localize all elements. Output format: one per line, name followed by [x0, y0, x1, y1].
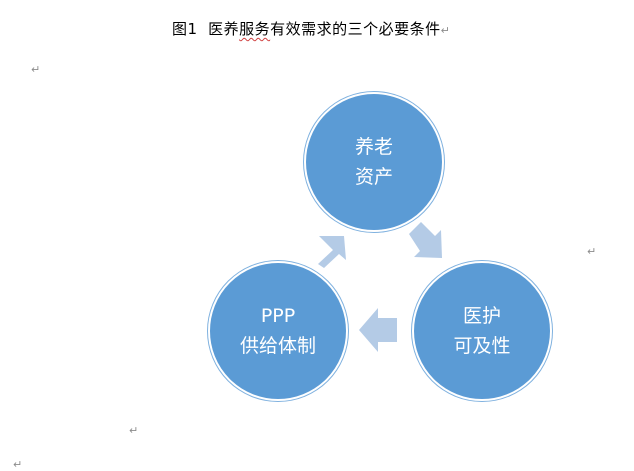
paragraph-mark: ↵ [440, 24, 451, 37]
cycle-node-medical-accessibility: 医护 可及性 [412, 261, 552, 401]
paragraph-mark: ↵ [31, 63, 41, 76]
cycle-node-elderly-assets: 养老 资产 [304, 92, 444, 232]
caption-text-start: 医养 [208, 20, 240, 38]
paragraph-mark: ↵ [587, 245, 597, 258]
node-label-line2: 供给体制 [239, 335, 316, 357]
node-label-line1: 养老 [354, 136, 393, 158]
arrow-left [359, 308, 397, 352]
arrow-right-down [409, 222, 442, 258]
paragraph-mark: ↵ [129, 424, 139, 437]
node-label-line2: 可及性 [453, 335, 511, 357]
figure-number: 图1 [172, 20, 198, 38]
arrow-up-right [318, 236, 346, 268]
cycle-node-ppp-supply: PPP 供给体制 [208, 261, 348, 401]
node-label-line1: 医护 [462, 305, 501, 327]
paragraph-mark: ↵ [13, 458, 23, 471]
caption-text-end: 有效需求的三个必要条件 [270, 20, 441, 38]
figure-caption: 图1 医养服务有效需求的三个必要条件↵ [172, 18, 450, 39]
node-label-line1: PPP [260, 305, 296, 327]
caption-text-spellcheck: 服务 [239, 20, 271, 38]
node-label-line2: 资产 [354, 166, 393, 188]
